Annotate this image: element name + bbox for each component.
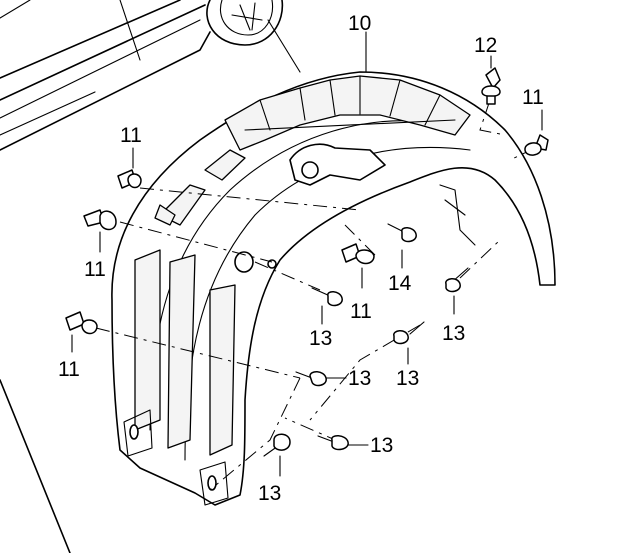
expanding-rivet-lower-left [65,311,98,353]
expanding-rivet-left [83,209,117,253]
screw-center [311,287,343,325]
screw-bottom [263,433,291,477]
expanding-rivet-center [341,243,375,289]
vehicle-body-outline [0,0,211,553]
label-screw-right-lower: 13 [396,367,419,390]
label-rivet-lower-left: 11 [58,358,80,381]
expanding-rivet-upper-right [524,109,549,156]
expanding-rivet-upper-left [117,147,142,189]
label-bolt: 14 [388,272,412,295]
label-rivet-left: 11 [84,258,106,281]
screw-mid [295,371,347,387]
label-liner: 10 [348,12,371,35]
label-rivet-upper-left: 11 [120,124,142,147]
label-screw-bottom: 13 [258,482,281,505]
label-rivet-center: 11 [350,300,372,323]
leader-wheel [267,19,301,73]
label-rivet-upper-right: 11 [522,86,544,109]
bolt-part-14 [387,223,417,269]
screw-low-mid [317,435,369,451]
clip-part-12 [481,55,501,105]
assembly-lines [95,99,536,491]
label-screw-right-upper: 13 [442,322,465,345]
wheel-outline [206,0,284,46]
wheel-housing-liner [111,71,556,506]
screw-right-lower [393,321,425,365]
label-screw-mid: 13 [348,367,371,390]
label-screw-center: 13 [309,327,332,350]
label-screw-low-mid: 13 [370,434,393,457]
screw-right-upper [445,267,469,315]
label-clip-top: 12 [474,34,497,57]
